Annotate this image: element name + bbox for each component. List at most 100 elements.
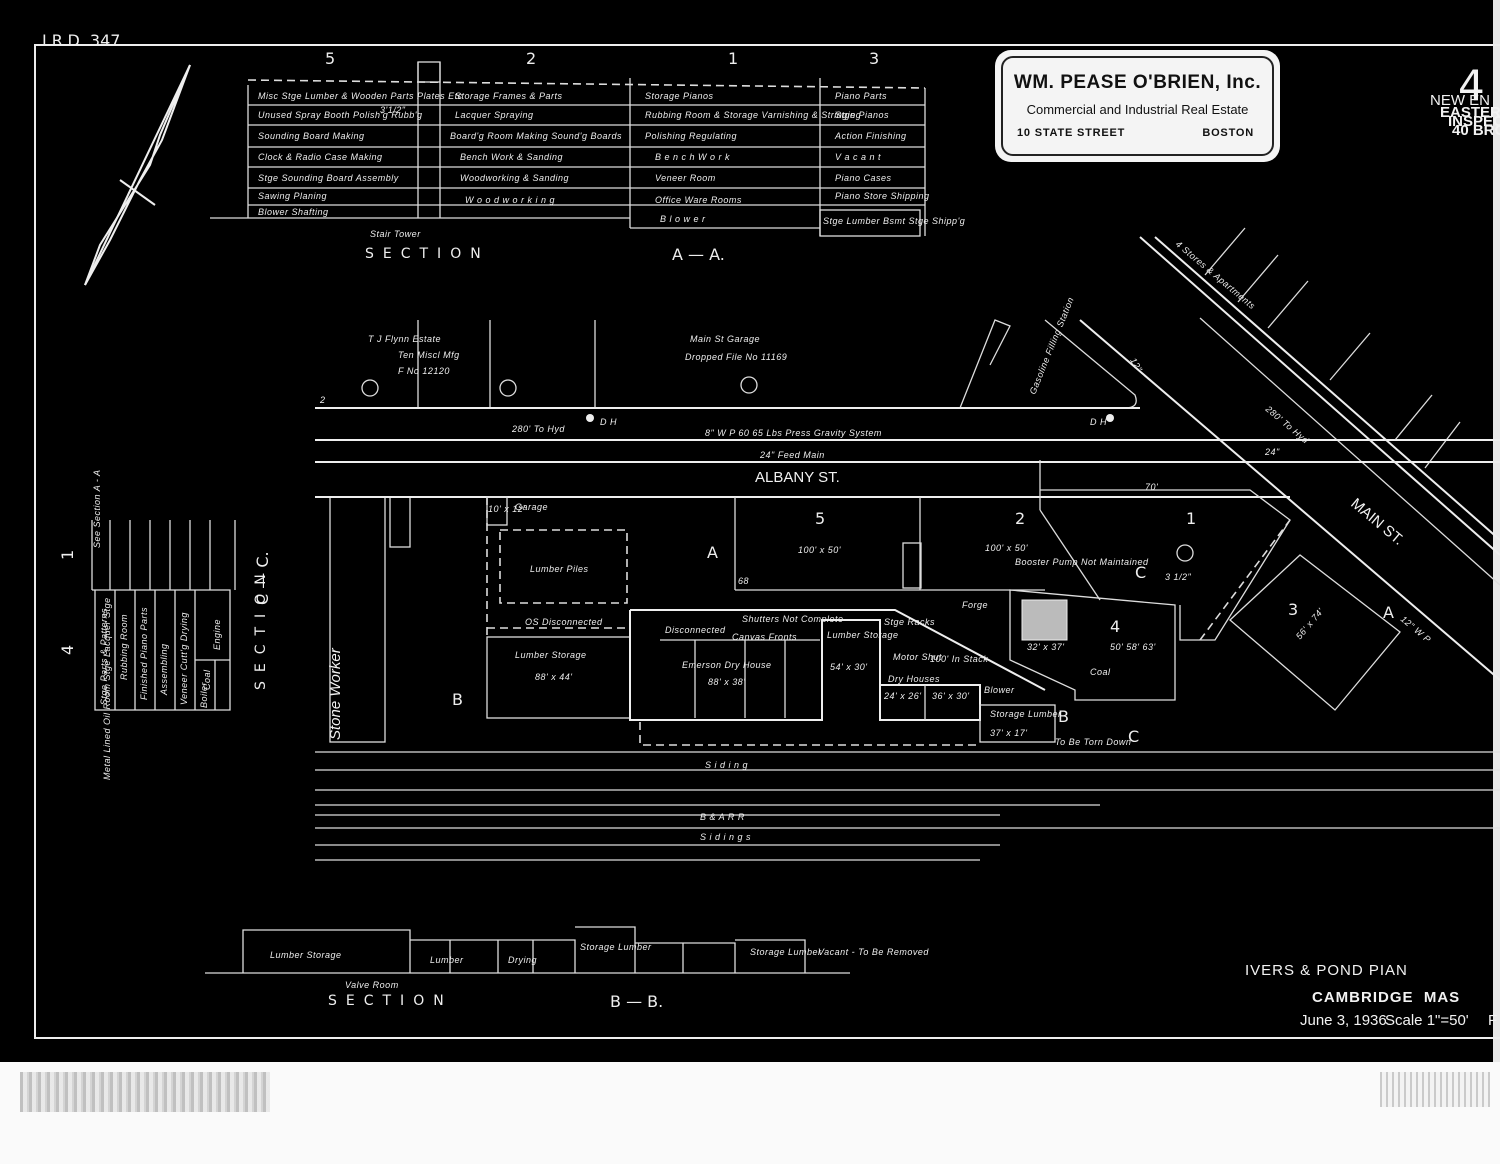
lumber-storage-2-dim: 54' x 30' [830,662,867,672]
floor-use: Board'g Room Making Sound'g Boards [450,131,622,141]
see-section-note: See Section A - A [92,469,102,548]
emerson-dim: 88' x 38' [708,677,745,687]
col-number: 5 [325,49,335,68]
motor-label: Motor Shut [893,652,942,662]
floor-use: Stge Lumber Bsmt Stge Shipp'g [823,216,965,226]
realtor-street: 10 STATE STREET [1017,127,1126,139]
neighbor-label: Dropped File No 11169 [685,352,787,362]
floor-use: Storage Frames & Parts [455,91,563,101]
agency-line: INSPECTIO [1448,113,1500,130]
siding-label: S i d i n g [705,760,748,770]
neighbor-label: Main St Garage [690,334,760,344]
section-a-a: 5 2 1 3 Misc Stge Lumber & Wooden Parts … [210,49,965,264]
plant-buildings: 10' x 12' Garage Lumber Piles OS Disconn… [452,460,1401,747]
albany-street-label: ALBANY ST. [755,469,840,486]
section-marker: C [1128,727,1139,746]
gas-station-label: Gasoline Filling Station [1028,296,1076,396]
lumber-storage-dim: 88' x 44' [535,672,572,682]
realtor-name: WM. PEASE O'BRIEN, Inc. [1013,72,1262,93]
bb-label: Valve Room [345,980,399,990]
os-disconnected: OS Disconnected [525,617,603,627]
section-number: 4 [58,645,77,655]
dim-68: 68 [738,576,749,586]
stge-racks-label: Stge Racks [884,617,935,627]
floor-use: Sawing Planing [258,191,327,201]
section-c-c: 1 4 See Section A - A Stge Parts & Patte… [58,469,272,780]
floor-use: Bench Work & Sanding [460,152,563,162]
agency-line: 40 BROAD [1452,122,1500,139]
building-dim: 100' x 50' [798,545,841,555]
building-number: 2 [1015,509,1025,528]
floor-use: Lacquer Spraying [455,110,534,120]
garage-label: Garage [515,502,548,512]
scan-noise [20,1072,270,1112]
stone-worker-label: Stone Worker [327,647,344,740]
hydrant-icon [586,414,594,422]
disconnected-label: Disconnected [665,625,726,635]
main-size: 12" [1128,356,1144,374]
bb-label: Drying [508,955,537,965]
storage-lumber-dim: 37' x 17' [990,728,1027,738]
neighbor-label: Ten Miscl Mfg [398,350,460,360]
forge-label: Forge [962,600,988,610]
floor-use: Finished Piano Parts [139,607,149,700]
section-marker: A [707,543,718,562]
dh-label: D H [600,417,617,427]
lumber-storage-label: Lumber Storage [515,650,587,660]
railroad-label: B & A R R [700,812,745,822]
scan-margin [0,1062,1500,1164]
building-number: 5 [815,509,825,528]
section-id: C — C. [253,551,272,605]
dry-house-dim: 24' x 26' [883,691,921,701]
hydrant-distance: 280' To Hyd [511,424,565,434]
sheet-id: I.R.D. 347 [42,31,120,50]
map-scale: Scale 1"=50' [1385,1012,1469,1029]
floor-use: Piano Parts [835,91,887,101]
booster-label: Booster Pump Not Maintained [1015,557,1149,567]
bb-label: Vacant - To Be Removed [818,947,929,957]
hydrant-icon [1106,414,1114,422]
floor-use: Clock & Radio Case Making [258,152,383,162]
floor-use: Polishing Regulating [645,131,737,141]
building-number: 1 [1186,509,1196,528]
neighbor-label: T J Flynn Estate [368,334,441,344]
section-b-b: Lumber Storage Valve Room Lumber Drying … [205,926,929,1011]
floor-use: Unused Spray Booth Polish'g Rubb'g [258,110,423,120]
col-number: 1 [728,49,738,68]
neighbor-label: F No 12120 [398,366,450,376]
section-id: A — A. [672,245,725,264]
bb-label: Storage Lumber [580,942,652,952]
distance: 70' [1145,482,1158,492]
gravity-main-label: 8" W P 60 65 Lbs Press Gravity System [705,428,882,438]
building-dim: 100' x 50' [985,543,1028,553]
section-marker: B [452,690,463,709]
section-label: SECTION [365,246,490,262]
floor-use: Rubbing Room & Storage Varnishing & Stri… [645,110,861,120]
stores-label: 4 Stores & Apartments [1174,239,1258,311]
floor-use: V a c a n t [835,152,881,162]
sheet-number: 4 [1458,61,1485,110]
floor-use: Piano Store Shipping [835,191,930,201]
dry-houses-label: Dry Houses [888,674,940,684]
sidings-label: S i d i n g s [700,832,751,842]
agency-line: NEW EN [1430,92,1490,109]
building-number: 4 [1110,617,1120,636]
floor-use: Action Finishing [834,131,907,141]
feed-main-label: 24" Feed Main [759,450,825,460]
section-id: B — B. [610,992,663,1011]
shutters-label: Shutters Not Complete [742,614,844,624]
pipe-size: 3 1/2" [1165,572,1192,582]
realtor-city: BOSTON [1202,127,1254,139]
lumber-storage-2-label: Lumber Storage [827,630,899,640]
building-dim: 56' x 74' [1294,606,1326,641]
lot-number: 2 [319,395,326,405]
map-title: IVERS & POND PIAN [1245,962,1408,979]
blower-label: Blower [984,685,1015,695]
building-number: 3 [1288,600,1298,619]
scan-edge [1493,0,1500,1062]
building-dim: 32' x 37' [1027,642,1064,652]
floor-use: Blower Shafting [258,207,329,217]
section-number: 1 [58,550,77,560]
floor-use: Storage Pianos [645,91,714,101]
main-street-label: MAIN ST. [1347,495,1406,549]
